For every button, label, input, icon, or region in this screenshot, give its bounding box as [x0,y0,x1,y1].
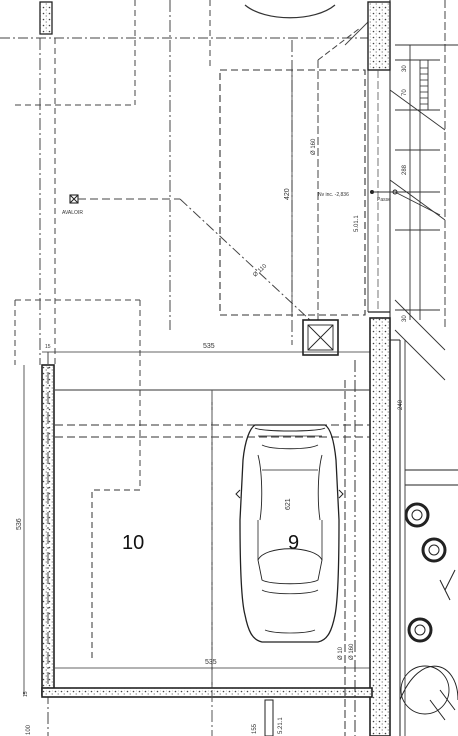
pipe-link-diag [394,191,441,216]
dim-288: 288 [402,164,408,175]
dim-30-b: 30 [402,315,408,322]
space-number-10: 10 [122,532,144,554]
stair-treads [420,67,428,105]
right-lower-lines [394,329,446,736]
top-car-arc [244,4,336,19]
right-wall-lower [369,317,391,736]
dim-240: 240 [398,399,404,410]
passe-label: Passe [377,197,391,203]
space-number-9: 9 [288,532,299,554]
car-top-view [235,424,344,643]
dim-535-bottom: 535 [205,659,217,666]
dim-15-bottom-left: 15 [23,691,29,697]
diameter-160-top-label: Ø 160 [311,138,317,155]
bottom-door-frame [264,699,274,736]
ref-top-label: 5.01.1 [354,215,360,232]
dim-70: 70 [402,89,408,96]
diameter-160-bottom-label: Ø 160 [349,643,355,660]
dim-535-top: 535 [203,343,215,350]
right-staircase [389,0,458,351]
upper-parking-lines [0,0,370,490]
dim-420: 420 [284,188,291,200]
inspection-box [302,319,339,356]
drain-pipe-diagonal [179,198,311,321]
avaloir-symbol [69,194,79,204]
diameter-110-label: Ø 110 [252,263,268,279]
parking-bay-lines [55,360,370,736]
diameter-10-label: Ø 10 [338,646,344,660]
dim-15-top-left: 15 [45,344,51,350]
dim-155: 155 [252,723,258,734]
right-wall-upper [367,1,391,71]
dim-100: 100 [26,724,32,735]
level-label: Nv inc. -2,836 [318,192,349,198]
dim-536: 536 [16,518,23,530]
dim-30-a: 30 [402,65,408,72]
wall-stub-left [39,1,53,35]
ref-bottom-label: 5.21.1 [278,717,284,734]
dim-621: 621 [285,498,292,510]
diag-arrow-top [317,27,361,61]
landscape-trees [399,469,458,721]
avaloir-label: AVALOIR [62,210,83,216]
bottom-wall [41,687,373,698]
diag-arrow-top-2 [344,19,371,46]
